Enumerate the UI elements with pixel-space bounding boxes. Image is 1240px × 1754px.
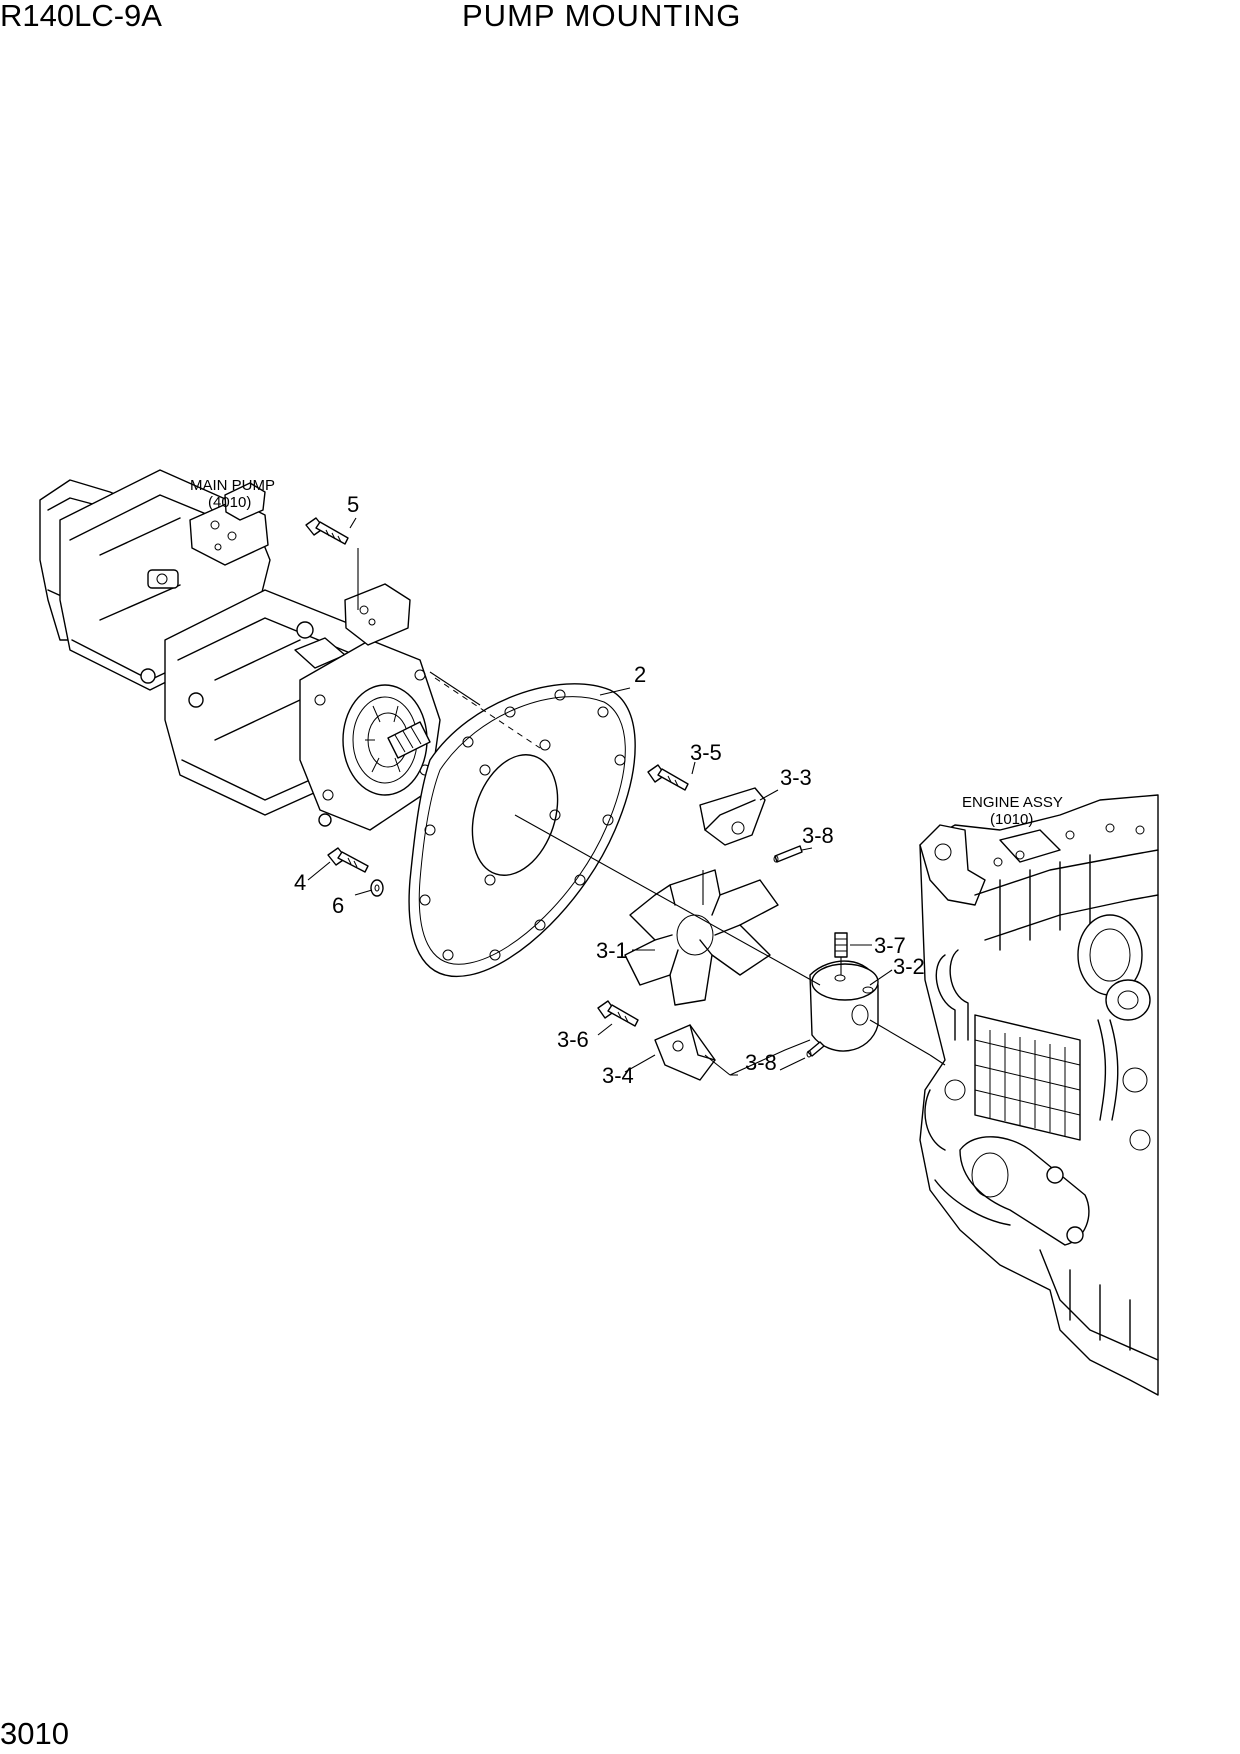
engine-assy-code: (1010) (990, 811, 1033, 828)
callout-6: 6 (332, 893, 344, 918)
page-number: 3010 (0, 1716, 69, 1751)
callout-2: 2 (634, 662, 646, 687)
wedge-3-4-drawing (654, 1024, 716, 1081)
bolt-3-6-drawing (597, 1000, 639, 1027)
pin-3-8-upper-drawing (773, 845, 803, 863)
flange-plate-2-drawing (408, 683, 636, 978)
callout-3-1: 3-1 (596, 938, 628, 963)
engine-assy-drawing (919, 794, 1159, 1396)
hub-3-2-drawing (809, 960, 879, 1052)
main-pump-label: MAIN PUMP (190, 477, 275, 494)
callout-3-3: 3-3 (780, 765, 812, 790)
main-pump-drawing (39, 469, 441, 831)
callout-3-6: 3-6 (557, 1027, 589, 1052)
page-title: PUMP MOUNTING (462, 0, 742, 33)
pin-3-8-lower-drawing (806, 1041, 825, 1058)
washer-6-drawing (370, 879, 384, 897)
main-pump-code: (4010) (208, 494, 251, 511)
callout-3-5: 3-5 (690, 740, 722, 765)
model-code: R140LC-9A (0, 0, 162, 33)
bolt-5-drawing (305, 517, 359, 610)
callout-3-8-upper: 3-8 (802, 823, 834, 848)
callout-3-7: 3-7 (874, 933, 906, 958)
callout-5: 5 (347, 492, 359, 517)
callout-3-4: 3-4 (602, 1063, 634, 1088)
callout-3-8-lower: 3-8 (745, 1050, 777, 1075)
callout-4: 4 (294, 870, 306, 895)
assembly-lines (429, 671, 931, 1076)
insert-3-3-drawing (699, 787, 766, 846)
callout-leaders (307, 517, 893, 1073)
set-screw-3-7-drawing (834, 932, 848, 975)
rubber-element-3-1-drawing (624, 869, 779, 1006)
engine-assy-label: ENGINE ASSY (962, 794, 1063, 811)
bolt-4-drawing (327, 847, 369, 873)
bolt-3-5-drawing (647, 764, 689, 791)
callout-3-2: 3-2 (893, 954, 925, 979)
